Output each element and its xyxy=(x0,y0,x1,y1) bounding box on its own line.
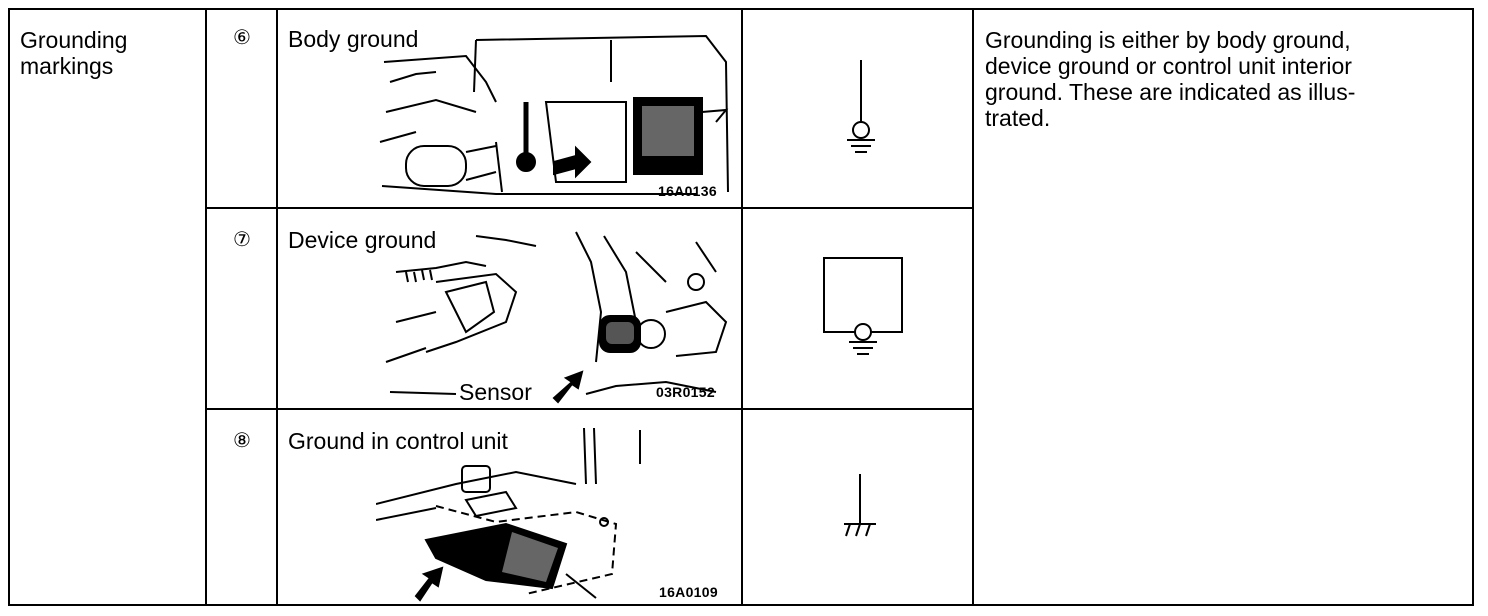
table-border-right xyxy=(1472,8,1474,606)
row-title: Device ground xyxy=(288,227,437,253)
row-divider xyxy=(205,408,974,410)
row-title: Ground in control unit xyxy=(288,428,508,454)
column-divider xyxy=(205,8,207,606)
description-text: Grounding is either by body ground, devi… xyxy=(985,27,1356,131)
row-divider xyxy=(205,207,974,209)
device-ground-illustration xyxy=(376,222,740,406)
body-ground-illustration xyxy=(376,22,740,204)
figure-code: 16A0136 xyxy=(658,183,717,199)
control-unit-ground-illustration xyxy=(376,424,740,604)
figure-code: 16A0109 xyxy=(659,584,718,600)
grounding-markings-table: Grounding markings Grounding is either b… xyxy=(8,8,1474,606)
column-divider xyxy=(972,8,974,606)
figure-code: 03R0152 xyxy=(656,384,715,400)
table-border-left xyxy=(8,8,10,606)
row-title: Body ground xyxy=(288,26,419,52)
device-ground-symbol-icon xyxy=(820,256,906,366)
row-number: ⑦ xyxy=(233,229,251,251)
category-label: Grounding markings xyxy=(20,27,128,79)
sensor-callout-label: Sensor xyxy=(459,379,532,405)
body-ground-symbol-icon xyxy=(841,60,881,170)
row-number: ⑧ xyxy=(233,430,251,452)
column-divider xyxy=(741,8,743,606)
row-number: ⑥ xyxy=(233,27,251,49)
column-divider xyxy=(276,8,278,606)
control-unit-ground-symbol-icon xyxy=(840,474,880,544)
